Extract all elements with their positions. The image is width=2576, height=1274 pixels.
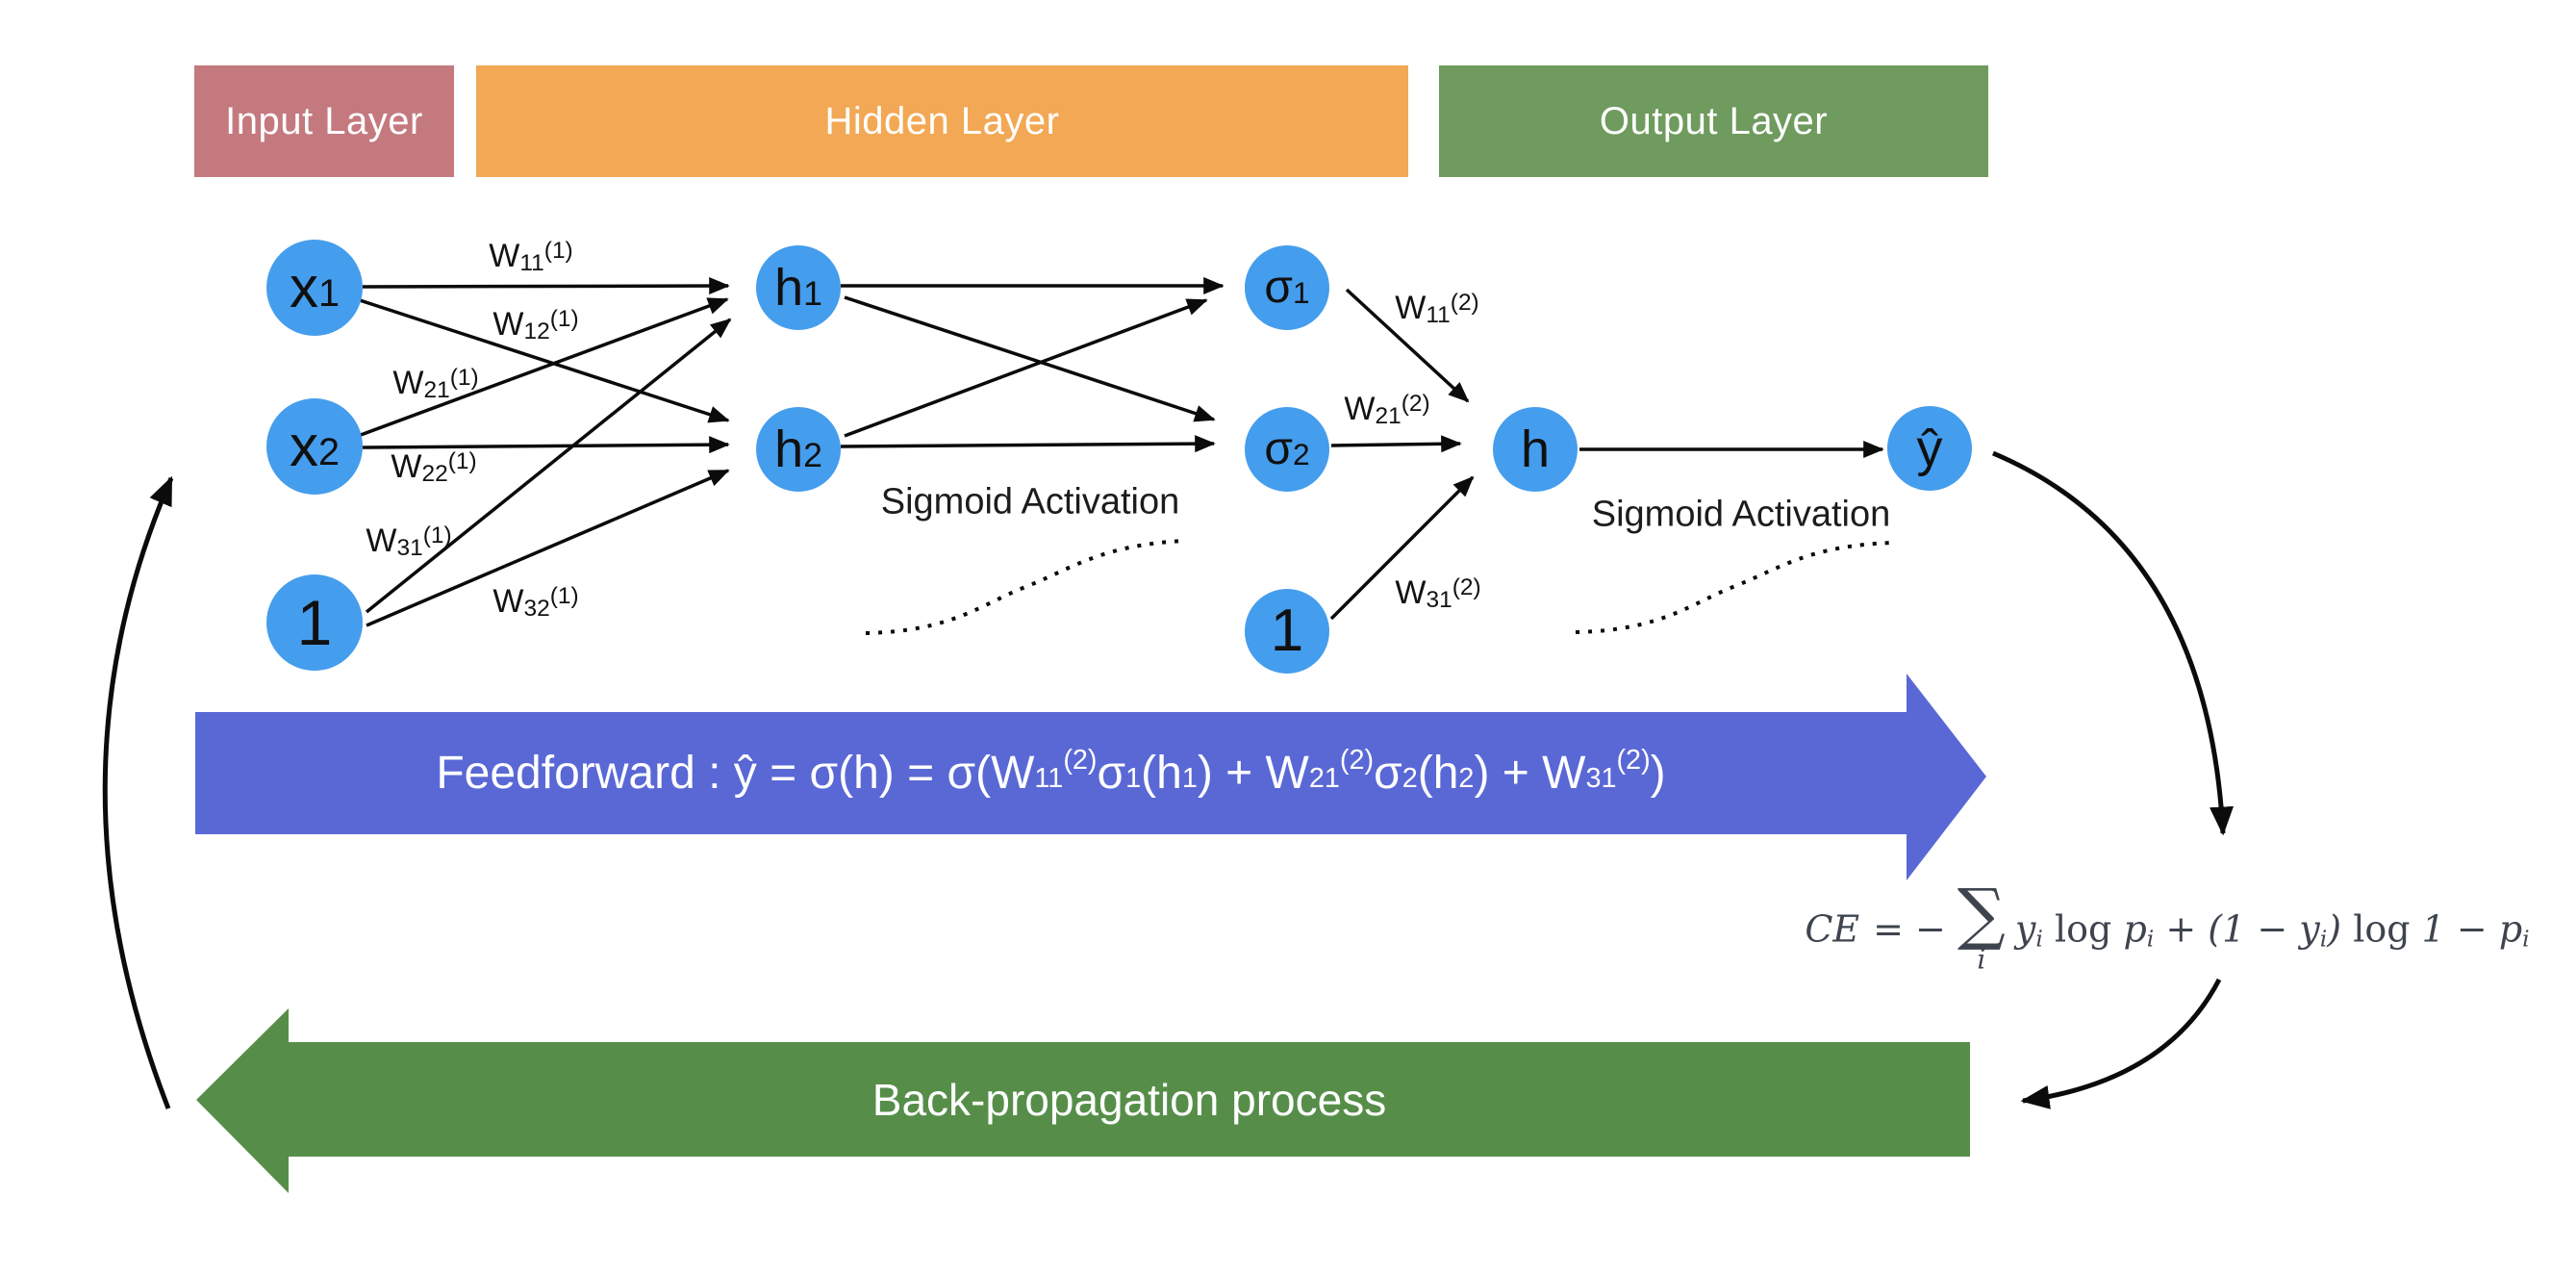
node-h-label: h [1520, 420, 1551, 478]
edge-x2-h1 [360, 297, 729, 437]
sigmoid-curve-hidden-icon [865, 539, 1186, 635]
weight-label-w11-1: W11(1) [489, 237, 573, 277]
edge-x2-h2 [362, 436, 730, 454]
node-h1-label: h [774, 259, 804, 317]
edge-bias1-h1 [365, 318, 732, 614]
node-bias1-label: 1 [296, 587, 333, 658]
node-h1-subscript: 1 [803, 273, 822, 313]
edge-bias1-h2 [366, 469, 730, 627]
weight-label-w22-1: W22(1) [391, 447, 477, 488]
weight-label-w11-2: W11(2) [1395, 289, 1479, 329]
output-layer-label: Output Layer [1599, 99, 1829, 142]
edge-h1-sigma2 [844, 295, 1216, 422]
cross-entropy-formula: CE = − ∑ i yi log pi + (1 − yi) log 1 − … [1805, 874, 2530, 976]
weight-label-w21-1: W21(1) [392, 364, 479, 404]
node-bias1: 1 [266, 574, 363, 671]
weight-label-w32-1: W32(1) [492, 582, 579, 623]
loop-arrow-left-icon [102, 475, 174, 1109]
loss-expression: yi log pi + (1 − yi) log 1 − pi [2014, 907, 2530, 953]
edges-input-to-hidden [359, 277, 732, 627]
loop-arrow-loss-to-backprop-icon [2020, 978, 2222, 1109]
node-sigma1-label: σ [1264, 262, 1293, 313]
edge-x1-h2 [359, 298, 730, 423]
node-yhat: ŷ [1887, 406, 1972, 491]
node-x1-subscript: 1 [317, 272, 340, 316]
edge-x1-h1 [362, 277, 730, 295]
edges-hidden-to-sigma [840, 277, 1225, 453]
weight-label-w21-2: W21(2) [1344, 390, 1430, 430]
input-layer-label: Input Layer [225, 99, 423, 142]
feedforward-arrow-shape [195, 674, 1986, 880]
sigmoid-curve-output-icon [1575, 541, 1894, 634]
node-sigma2-label: σ [1264, 423, 1293, 474]
node-yhat-label: ŷ [1916, 420, 1943, 477]
loss-lhs: CE [1805, 907, 1860, 950]
node-bias2: 1 [1245, 589, 1329, 674]
backprop-arrow-shape [196, 1008, 1970, 1193]
node-sigma2-subscript: 2 [1293, 436, 1310, 471]
loop-arrows [102, 450, 2235, 1109]
node-bias2-label: 1 [1270, 598, 1304, 664]
edge-sigma1-h [1345, 288, 1470, 403]
sigmoid-activation-label-hidden: Sigmoid Activation [880, 481, 1180, 522]
hidden-layer-header: Hidden Layer [476, 65, 1408, 177]
input-layer-header: Input Layer [194, 65, 454, 177]
node-x1-label: x [289, 255, 318, 319]
loop-arrow-yhat-to-loss-icon [1992, 450, 2235, 836]
node-h2-subscript: 2 [803, 435, 822, 474]
sigmoid-activation-label-output: Sigmoid Activation [1591, 494, 1891, 535]
edge-h2-sigma1 [844, 298, 1208, 438]
node-h2-label: h [774, 420, 804, 478]
output-layer-header: Output Layer [1439, 65, 1988, 177]
weight-label-w31-2: W31(2) [1395, 573, 1481, 614]
edge-bias2-h [1329, 475, 1475, 621]
edges-sigma-to-output [1329, 288, 1884, 621]
weight-label-w12-1: W12(1) [492, 305, 579, 345]
edge-sigma2-h [1330, 435, 1462, 453]
node-h: h [1493, 407, 1578, 492]
hidden-layer-label: Hidden Layer [824, 99, 1060, 142]
edge-h2-sigma2 [840, 435, 1216, 453]
weight-label-w31-1: W31(1) [366, 522, 452, 562]
node-x2-subscript: 2 [317, 431, 340, 474]
node-x2-label: x [289, 414, 318, 478]
backprop-label: Back-propagation process [871, 1074, 1387, 1125]
node-sigma1-subscript: 1 [1293, 274, 1310, 310]
summation-icon: ∑ i [1957, 874, 2006, 976]
loss-relation: = − [1873, 907, 1946, 950]
